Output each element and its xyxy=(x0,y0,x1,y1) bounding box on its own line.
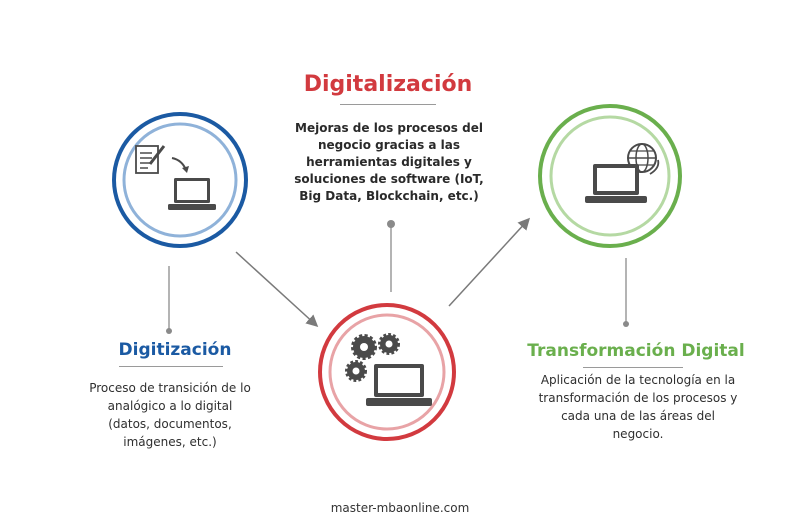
digitizacion-divider xyxy=(119,366,223,367)
document-icon xyxy=(135,145,166,174)
laptop-icon xyxy=(585,164,647,203)
connectors xyxy=(166,217,629,334)
digitalizacion-node xyxy=(318,303,456,441)
connector-green-dot xyxy=(623,321,629,327)
arrow-digitizacion-to-digitalizacion xyxy=(235,251,319,328)
laptop-icon xyxy=(366,364,432,406)
laptop-icon xyxy=(168,178,216,210)
digitizacion-node xyxy=(112,112,248,248)
arrow-digitalizacion-to-transformacion xyxy=(448,217,531,307)
transformacion-divider xyxy=(583,367,683,368)
source-footer: master-mbaonline.com xyxy=(330,501,470,515)
arrow-icon xyxy=(171,157,189,173)
connector-red-dot xyxy=(387,220,395,228)
digitalizacion-title: Digitalización xyxy=(303,72,473,97)
digitalizacion-divider xyxy=(340,104,436,105)
digitalizacion-description: Mejoras de los procesos del negocio grac… xyxy=(294,121,484,203)
transformacion-node xyxy=(538,104,682,248)
digitizacion-title: Digitización xyxy=(118,340,232,360)
digitizacion-description: Proceso de transición de lo analógico a … xyxy=(89,381,251,449)
transformacion-title: Transformación Digital xyxy=(527,341,745,361)
transformacion-description: Aplicación de la tecnología en la transf… xyxy=(538,373,738,441)
gears-icon xyxy=(345,333,400,382)
connector-blue-dot xyxy=(166,328,172,334)
